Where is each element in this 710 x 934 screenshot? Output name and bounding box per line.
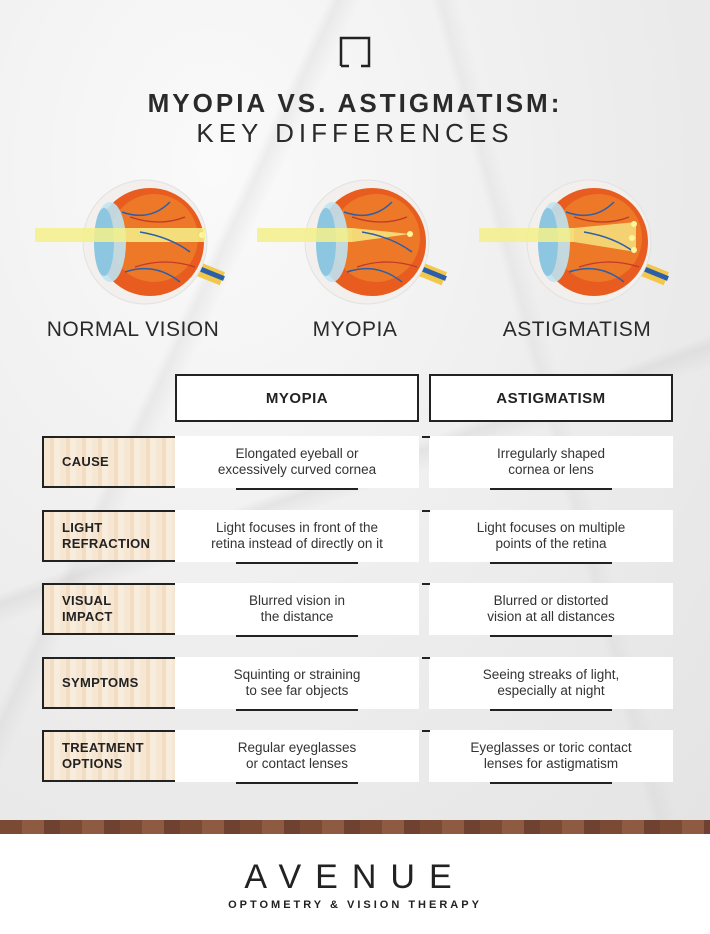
astigmatism-cell: Seeing streaks of light, especially at n… [429,657,673,709]
row-label: SYMPTOMS [42,657,176,709]
cell-underline [490,488,612,490]
cell-underline [490,709,612,711]
cell-underline [490,782,612,784]
cell-underline [236,635,358,637]
cell-underline [490,562,612,564]
row-label: VISUAL IMPACT [42,583,176,635]
logo-bracket-icon [339,36,371,68]
myopia-cell: Blurred vision in the distance [175,583,419,635]
cell-underline [490,635,612,637]
cell-underline [236,782,358,784]
myopia-cell: Squinting or straining to see far object… [175,657,419,709]
normal-eye-illustration [35,179,225,305]
row-label: TREATMENT OPTIONS [42,730,176,782]
column-header-myopia: MYOPIA [175,374,419,422]
myopia-eye-illustration [257,179,447,305]
wood-strip [0,820,710,834]
row-label: LIGHT REFRACTION [42,510,176,562]
cell-underline [236,709,358,711]
column-divider-tick [422,657,430,659]
astigmatism-eye-illustration [479,179,669,305]
column-divider-tick [422,510,430,512]
normal-vision-label: NORMAL VISION [46,318,220,341]
page-subtitle: KEY DIFFERENCES [196,118,514,148]
astigmatism-cell: Blurred or distorted vision at all dista… [429,583,673,635]
astigmatism-cell: Eyeglasses or toric contact lenses for a… [429,730,673,782]
astigmatism-label: ASTIGMATISM [502,318,652,341]
astigmatism-cell: Light focuses on multiple points of the … [429,510,673,562]
page-title: MYOPIA VS. ASTIGMATISM: [147,88,563,118]
myopia-cell: Regular eyeglasses or contact lenses [175,730,419,782]
column-divider-tick [422,730,430,732]
row-label: CAUSE [42,436,176,488]
myopia-cell: Elongated eyeball or excessively curved … [175,436,419,488]
myopia-cell: Light focuses in front of the retina ins… [175,510,419,562]
myopia-label: MYOPIA [312,318,398,341]
column-header-astigmatism: ASTIGMATISM [429,374,673,422]
brand-logo: AVENUE [244,858,466,896]
cell-underline [236,562,358,564]
cell-underline [236,488,358,490]
footer [0,834,710,934]
column-divider-tick [422,583,430,585]
column-divider-tick [422,436,430,438]
astigmatism-cell: Irregularly shaped cornea or lens [429,436,673,488]
brand-tagline: OPTOMETRY & VISION THERAPY [228,899,482,911]
